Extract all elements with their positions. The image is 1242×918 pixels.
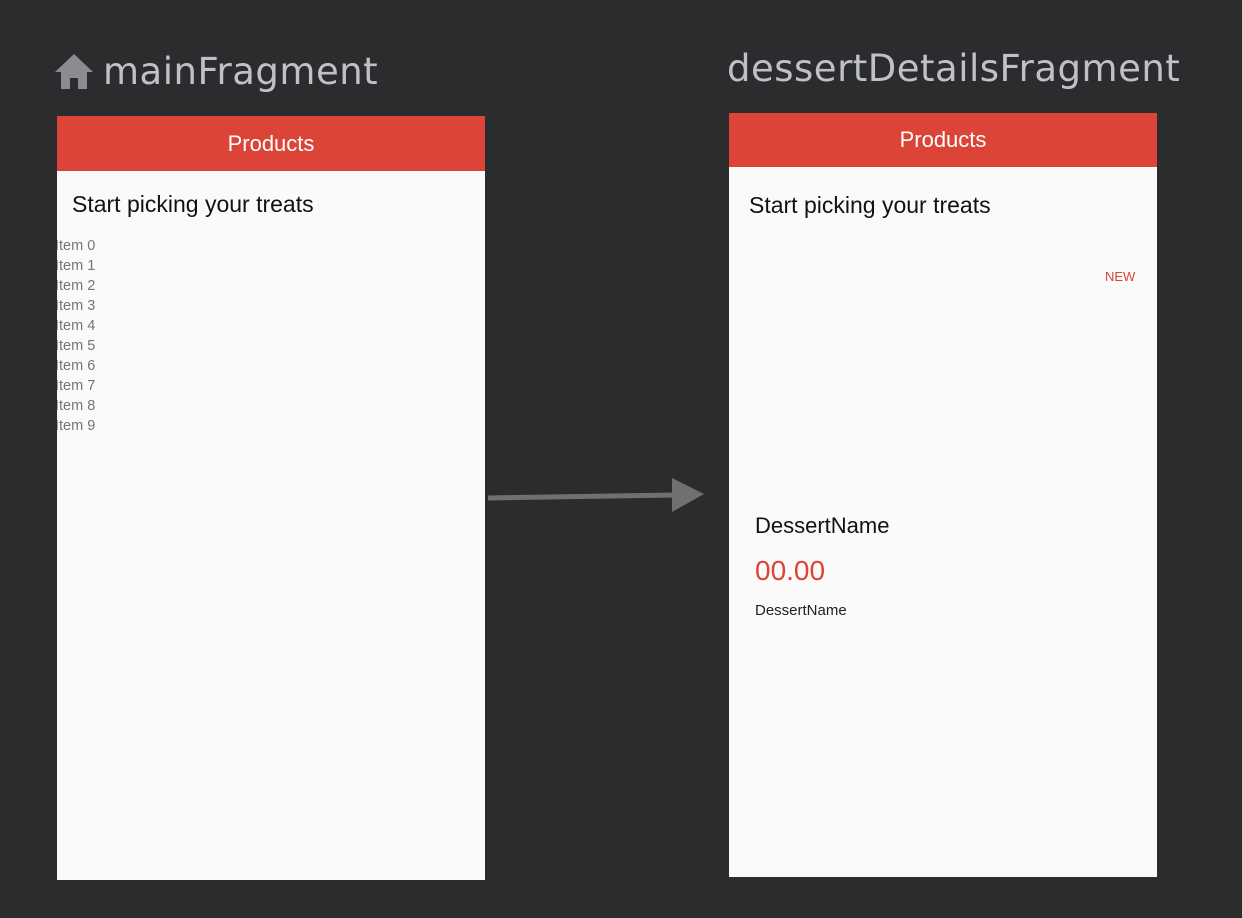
list-item: Item 6: [57, 358, 96, 374]
dessert-price: 00.00: [755, 555, 826, 586]
arrow-right-icon[interactable]: [486, 474, 706, 518]
new-badge: NEW: [1105, 269, 1136, 284]
app-bar-title: Products: [899, 127, 987, 152]
home-icon: [53, 51, 95, 91]
dessert-details-fragment-name: dessertDetailsFragment: [727, 46, 1181, 90]
main-fragment-name: mainFragment: [103, 49, 379, 93]
headline: Start picking your treats: [72, 191, 314, 217]
dessert-details-fragment-screen[interactable]: Products Start picking your treats NEW D…: [729, 113, 1157, 877]
list-item: Item 4: [57, 318, 96, 334]
list-item: Item 5: [57, 338, 96, 354]
dessert-description: DessertName: [755, 602, 847, 619]
dessert-name: DessertName: [755, 513, 890, 538]
list-item: Item 2: [57, 278, 96, 294]
dessert-details-fragment-title[interactable]: dessertDetailsFragment: [727, 45, 1180, 91]
main-fragment-screen[interactable]: Products Start picking your treats Item …: [57, 116, 485, 880]
action-arrowhead: [672, 478, 704, 512]
list-item: Item 9: [57, 418, 96, 434]
list-item: Item 1: [57, 258, 96, 274]
list-item: Item 8: [57, 398, 96, 414]
headline: Start picking your treats: [749, 192, 991, 218]
product-list: Item 0 Item 1 Item 2 Item 3 Item 4 Item …: [57, 236, 95, 436]
main-fragment-title[interactable]: mainFragment: [53, 48, 378, 94]
list-item: Item 7: [57, 378, 96, 394]
list-item: Item 3: [57, 298, 96, 314]
app-bar: Products: [729, 113, 1157, 167]
app-bar-title: Products: [227, 130, 315, 156]
list-item: Item 0: [57, 238, 96, 254]
action-line: [487, 492, 677, 501]
app-bar: Products: [57, 116, 485, 171]
